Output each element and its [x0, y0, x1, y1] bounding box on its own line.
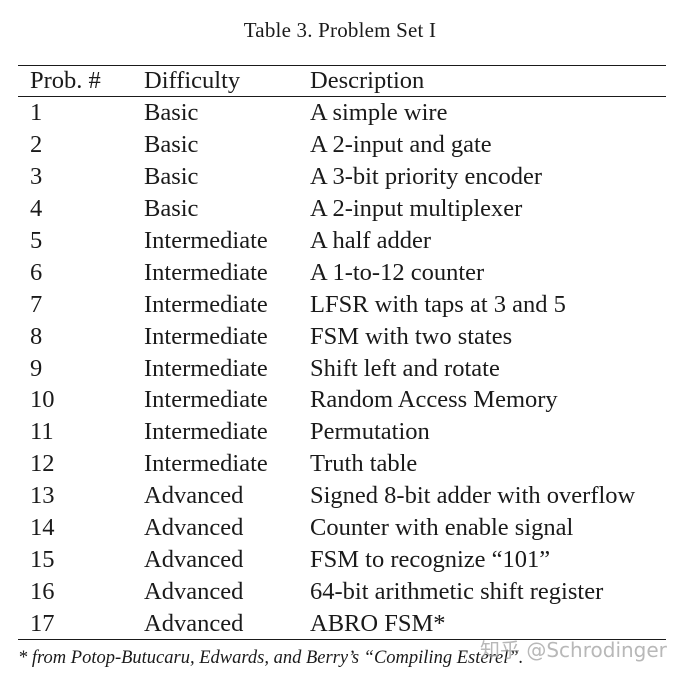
table-row: 9 Intermediate Shift left and rotate — [18, 352, 666, 384]
cell-description: Shift left and rotate — [310, 354, 500, 382]
cell-difficulty: Intermediate — [144, 450, 268, 478]
cell-description: Random Access Memory — [310, 386, 558, 414]
cell-difficulty: Intermediate — [144, 386, 268, 414]
header-difficulty: Difficulty — [144, 65, 310, 97]
table-row: 1 Basic A simple wire — [18, 97, 666, 129]
cell-prob-num: 14 — [30, 514, 55, 542]
cell-prob-num: 4 — [30, 195, 43, 223]
table-header: Prob. # Difficulty Description — [18, 65, 666, 97]
cell-difficulty: Advanced — [144, 482, 244, 510]
cell-difficulty: Intermediate — [144, 290, 268, 318]
cell-prob-num: 11 — [30, 418, 54, 446]
header-prob-num: Prob. # — [18, 65, 144, 97]
table-row: 5 Intermediate A half adder — [18, 225, 666, 257]
cell-prob-num: 13 — [30, 482, 55, 510]
table-row: 7 Intermediate LFSR with taps at 3 and 5 — [18, 288, 666, 320]
cell-description: A half adder — [310, 227, 432, 254]
cell-description: ABRO FSM* — [310, 609, 446, 637]
table-row: 10 Intermediate Random Access Memory — [18, 384, 666, 416]
table-row: 2 Basic A 2-input and gate — [18, 129, 666, 161]
cell-description: FSM with two states — [310, 322, 513, 350]
cell-difficulty: Advanced — [144, 545, 244, 573]
cell-difficulty: Advanced — [144, 577, 244, 605]
cell-difficulty: Basic — [144, 195, 199, 223]
cell-prob-num: 7 — [30, 290, 43, 318]
cell-description: 64-bit arithmetic shift register — [310, 577, 604, 605]
header-description: Description — [310, 65, 666, 97]
cell-difficulty: Basic — [144, 99, 199, 127]
cell-prob-num: 3 — [30, 163, 43, 191]
cell-prob-num: 12 — [30, 450, 55, 478]
cell-description: FSM to recognize “101” — [310, 545, 551, 573]
table-row: 6 Intermediate A 1-to-12 counter — [18, 256, 666, 288]
cell-description: LFSR with taps at 3 and 5 — [310, 290, 566, 318]
table-row: 16 Advanced 64-bit arithmetic shift regist… — [18, 575, 666, 607]
cell-difficulty: Basic — [144, 163, 199, 191]
cell-description: A 1-to-12 counter — [310, 258, 485, 286]
cell-description: A 3-bit priority encoder — [310, 163, 543, 191]
cell-difficulty: Intermediate — [144, 258, 268, 286]
cell-prob-num: 9 — [30, 354, 43, 382]
cell-prob-num: 16 — [30, 577, 55, 605]
cell-prob-num: 6 — [30, 258, 43, 286]
table-row: 4 Basic A 2-input multiplexer — [18, 193, 666, 225]
cell-prob-num: 2 — [30, 131, 43, 159]
cell-description: Signed 8-bit adder with overflow — [310, 482, 636, 510]
table-row: 3 Basic A 3-bit priority encoder — [18, 161, 666, 193]
cell-difficulty: Intermediate — [144, 322, 268, 350]
cell-description: Truth table — [310, 450, 418, 478]
cell-description: A 2-input multiplexer — [310, 195, 523, 223]
table-row: 15 Advanced FSM to recognize “101” — [18, 543, 666, 575]
cell-prob-num: 1 — [30, 99, 43, 127]
cell-difficulty: Intermediate — [144, 227, 268, 254]
table-row: 17 Advanced ABRO FSM* — [18, 607, 666, 639]
cell-description: Counter with enable signal — [310, 514, 574, 542]
cell-prob-num: 15 — [30, 545, 55, 573]
cell-prob-num: 5 — [30, 227, 43, 254]
cell-prob-num: 10 — [30, 386, 55, 414]
cell-difficulty: Intermediate — [144, 354, 268, 382]
cell-prob-num: 17 — [30, 609, 55, 637]
table-caption: Table 3. Problem Set I — [243, 18, 437, 42]
cell-description: A simple wire — [310, 99, 448, 127]
cell-difficulty: Basic — [144, 131, 199, 159]
table-row: 8 Intermediate FSM with two states — [18, 320, 666, 352]
watermark: 知乎 @Schrodinger — [480, 638, 667, 662]
cell-prob-num: 8 — [30, 322, 43, 350]
table-row: 14 Advanced Counter with enable signal — [18, 512, 666, 544]
table-row: 12 Intermediate Truth table — [18, 448, 666, 480]
table-row: 13 Advanced Signed 8-bit adder with overfl… — [18, 480, 666, 512]
footnote: * from Potop-Butucaru, Edwards, and Berr… — [18, 648, 524, 668]
cell-difficulty: Advanced — [144, 609, 244, 637]
table-row: 11 Intermediate Permutation — [18, 416, 666, 448]
header-row: Prob. # Difficulty Description — [18, 65, 666, 97]
cell-description: A 2-input and gate — [310, 131, 492, 159]
cell-description: Permutation — [310, 418, 430, 446]
cell-difficulty: Advanced — [144, 514, 244, 542]
cell-difficulty: Intermediate — [144, 418, 268, 446]
